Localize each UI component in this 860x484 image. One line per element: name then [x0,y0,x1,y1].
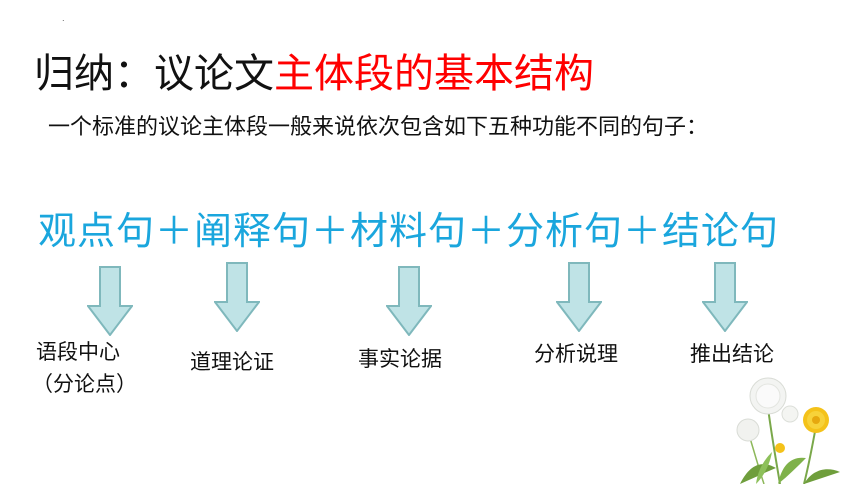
down-arrow-icon [386,266,432,336]
label-analysis-line1: 分析说理 [534,342,618,366]
down-arrow-icon [214,262,260,332]
label-conclusion: 推出结论 [690,338,774,370]
label-reasoning: 道理论证 [190,346,274,378]
label-analysis: 分析说理 [534,338,618,370]
down-arrow-icon [702,262,748,332]
title-prefix: 归纳：议论文 [34,51,274,97]
label-evidence: 事实论据 [358,343,442,375]
label-topic-line1: 语段中心 [36,340,120,364]
label-topic-line2: （分论点） [32,372,137,396]
intro-text: 一个标准的议论主体段一般来说依次包含如下五种功能不同的句子： [48,115,709,140]
slide-title: 归纳：议论文主体段的基本结构 [34,46,594,102]
label-evidence-line1: 事实论据 [358,347,442,371]
label-reasoning-line1: 道理论证 [190,350,274,374]
down-arrow-icon [556,262,602,332]
title-highlight: 主体段的基本结构 [274,51,594,97]
dandelion-illustration [736,377,840,484]
structure-formula: 观点句＋阐释句＋材料句＋分析句＋结论句 [38,209,780,253]
label-conclusion-line1: 推出结论 [690,342,774,366]
label-topic: 语段中心 （分论点） [32,336,137,400]
corner-dot: . [62,14,65,23]
down-arrow-icon [87,266,133,336]
